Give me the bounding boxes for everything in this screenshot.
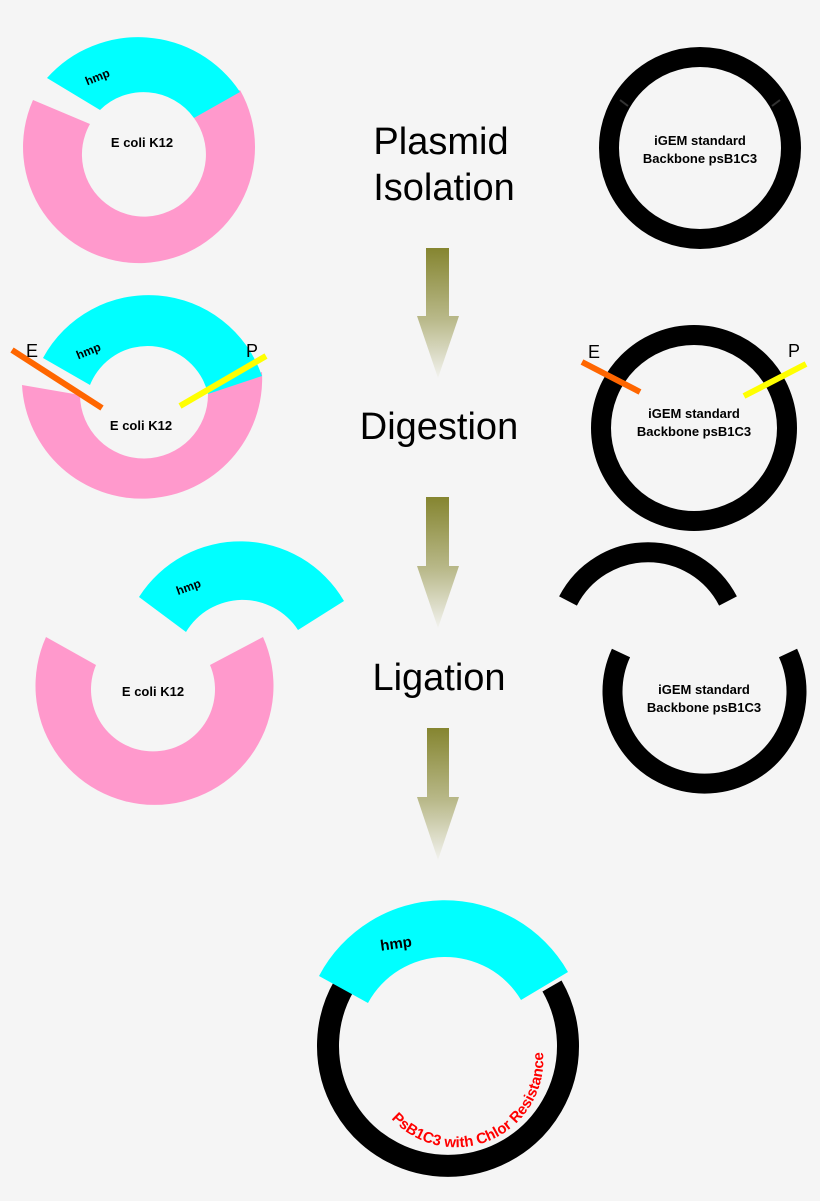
psti-site-backbone: [742, 361, 808, 399]
isolation-title-line1: Plasmid: [373, 121, 508, 163]
backbone-label-ligation-line1: iGEM standard: [658, 682, 750, 697]
digestion-title: Digestion: [360, 406, 518, 448]
backbone-fragments-ligation: iGEM standard Backbone psB1C3: [559, 542, 807, 794]
product-plasmid: hmp PsB1C3 with Chlor Resistance: [317, 900, 579, 1177]
ligation-title: Ligation: [372, 657, 505, 699]
ecoli-plasmid-isolation: hmp E coli K12: [23, 37, 256, 264]
backbone-label-line2: Backbone psB1C3: [643, 151, 757, 166]
ecori-site-backbone: [580, 359, 642, 395]
ecoli-plasmid-digestion: E P hmp E coli K12: [10, 295, 268, 499]
product-hmp-insert: [319, 900, 568, 1003]
backbone-label-line1: iGEM standard: [654, 133, 746, 148]
backbone-top-fragment: [559, 542, 737, 606]
ecori-site-ecoli: [10, 347, 104, 411]
ecoli-fragment: [35, 637, 274, 805]
backbone-bottom-fragment: [602, 648, 807, 794]
psti-label-ecoli: P: [246, 341, 258, 361]
backbone-seam-right: [771, 99, 781, 107]
down-arrow-1: [417, 248, 459, 378]
ecori-label-ecoli: E: [26, 341, 38, 361]
hmp-insert-segment-digest: [43, 295, 262, 394]
ecori-label-backbone: E: [588, 342, 600, 362]
hmp-insert-segment: [47, 37, 240, 118]
isolation-title-line2: Isolation: [373, 167, 515, 209]
down-arrow-3: [417, 728, 459, 860]
backbone-ring-digest: [591, 325, 797, 531]
ecoli-backbone-segment: [23, 90, 256, 264]
product-backbone-ring: [317, 980, 579, 1177]
backbone-plasmid-isolation: iGEM standard Backbone psB1C3: [599, 47, 801, 249]
backbone-plasmid-digestion: E P iGEM standard Backbone psB1C3: [580, 325, 808, 531]
backbone-label-ligation-line2: Backbone psB1C3: [647, 700, 761, 715]
backbone-ring: [599, 47, 801, 249]
backbone-seam-left: [619, 99, 629, 107]
psti-site-ecoli: [178, 353, 268, 409]
psti-label-backbone: P: [788, 341, 800, 361]
ecoli-label-ligation: E coli K12: [122, 684, 184, 699]
ecoli-fragments-ligation: hmp E coli K12: [35, 541, 344, 805]
backbone-label-digest-line2: Backbone psB1C3: [637, 424, 751, 439]
down-arrow-2: [417, 497, 459, 628]
ecoli-label-digest: E coli K12: [110, 418, 172, 433]
product-hmp-label: hmp: [379, 933, 413, 954]
ecoli-label: E coli K12: [111, 135, 173, 150]
ecoli-backbone-segment-digest: [22, 372, 263, 499]
hmp-fragment: [139, 541, 344, 632]
step-isolation: Plasmid Isolation: [373, 121, 515, 209]
backbone-label-digest-line1: iGEM standard: [648, 406, 740, 421]
